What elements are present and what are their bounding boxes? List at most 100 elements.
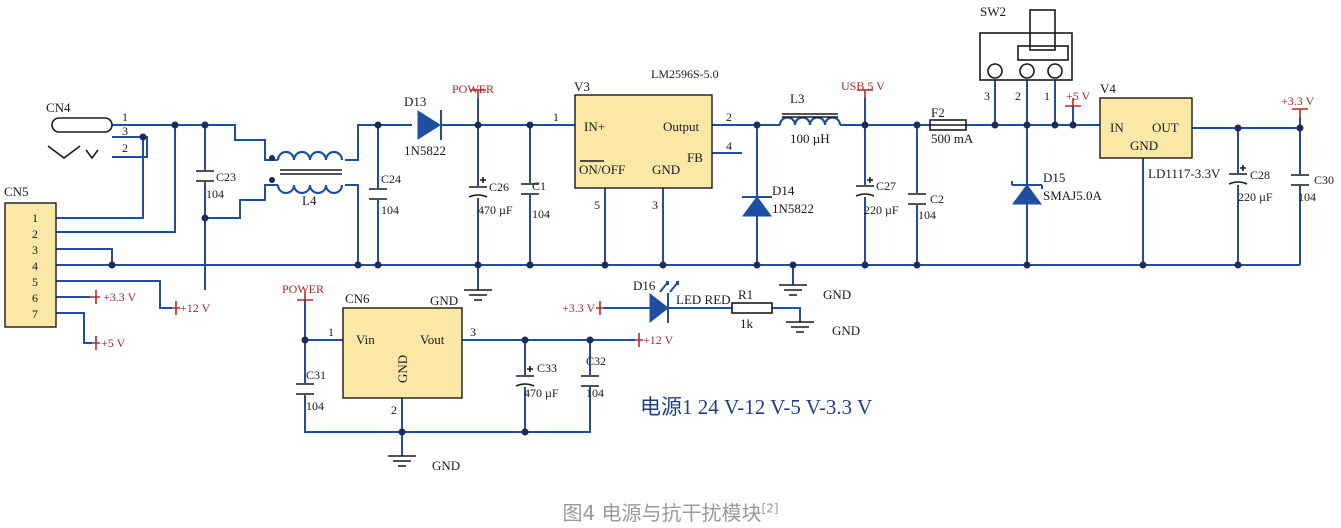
c1-ref: C1 [532,179,546,193]
c24-ref: C24 [381,172,401,186]
power-net-label: POWER [452,82,494,98]
d14-diode: D14 1N5822 [742,183,814,217]
p5v-net-text-top: +5 V [1066,89,1091,103]
cn6-pin-3: 3 [470,325,476,339]
v3-onoff-label: ON/OFF [579,162,625,177]
gnd-symbol-1: GND [430,289,492,308]
c23-capacitor: C23 104 [195,170,236,201]
v3-gnd-label: GND [652,162,680,177]
c23-value: 104 [206,187,224,201]
c32-capacitor: C32 104 [580,354,606,400]
d15-ref: D15 [1043,170,1065,185]
d16-value: LED RED [676,292,731,307]
d16-ref: D16 [633,278,656,293]
l3-ref: L3 [790,91,804,106]
cn5-pin-1: 1 [32,211,38,225]
d13-ref: D13 [404,94,426,109]
led-p33v-text: +3.3 V [562,301,596,315]
figure-caption: 图4 电源与抗干扰模块[2] [0,497,1341,526]
junction-dots [108,121,1304,436]
c27-ref: C27 [876,179,896,193]
cn5-pin-4: 4 [32,259,38,273]
c23-ref: C23 [216,170,236,184]
cn4-pin-3: 3 [122,124,128,138]
cn6-pin-2: 2 [391,403,397,417]
d15-value: SMAJ5.0A [1043,188,1102,203]
cn6-power-text: POWER [282,282,324,296]
l4-ref: L4 [302,193,317,208]
c26-ref: C26 [489,180,509,194]
v3-part: LM2596S-5.0 [651,67,719,81]
led-p33v-label: +3.3 V [562,301,604,315]
c26-capacitor: C26 470 µF [468,177,513,217]
c28-capacitor: C28 220 µF [1228,165,1273,204]
cn4-ref: CN4 [46,100,71,115]
gnd-label-1: GND [430,293,458,308]
cn6-vout-label: Vout [420,332,445,347]
v4-regulator: V4 IN OUT GND LD1117-3.3V [1099,81,1221,181]
cn4-pin-1: 1 [122,110,128,124]
v3-fb-label: FB [687,150,703,165]
cn6-p12v-text: +12 V [643,333,674,347]
cn6-gnd-label: GND [395,355,410,383]
f2-fuse: F2 500 mA [929,105,974,146]
v4-gnd-label: GND [1130,138,1158,153]
sw2-switch: SW2 3 2 1 [979,4,1073,103]
c33-ref: C33 [537,361,557,375]
cn5-pin-5: 5 [32,275,38,289]
c27-value: 220 µF [864,203,899,217]
c31-capacitor: C31 104 [295,368,326,413]
d14-ref: D14 [772,183,795,198]
cn6-pin-1: 1 [328,325,334,339]
usb5v-net-label: USB 5 V [841,79,885,98]
gnd-symbol-2: GND [779,284,851,302]
gnd-label-2: GND [823,287,851,302]
caption-ref: [2] [761,501,779,516]
l3-inductor: L3 100 µH [778,91,842,146]
v3-pin-3: 3 [652,198,658,212]
v3-regulator: V3 LM2596S-5.0 IN+ Output FB ON/OFF GND … [553,67,732,212]
c28-ref: C28 [1250,168,1270,182]
c2-ref: C2 [930,192,944,206]
c31-value: 104 [306,399,324,413]
sw2-pin-3: 3 [984,89,990,103]
cn6-power-label: POWER [282,282,324,301]
diagram-title: 电源1 24 V-12 V-5 V-3.3 V [640,395,872,419]
c30-ref: C30 [1314,173,1334,187]
cn5-p5v-label: +5 V [92,336,126,350]
cn5-pin-7: 7 [32,307,38,321]
sw2-ref: SW2 [980,4,1006,19]
cn6-ref: CN6 [345,291,370,306]
c27-capacitor: C27 220 µF [855,177,899,217]
v3-in-label: IN+ [584,119,605,134]
c1-value: 104 [532,207,550,221]
usb5v-net-text: USB 5 V [841,79,885,93]
cn5-ref: CN5 [4,184,29,199]
c30-capacitor: C30 104 [1290,173,1334,204]
cn5-p33v-text: +3.3 V [103,290,137,304]
c24-capacitor: C24 104 [368,172,401,217]
v3-pin-4: 4 [726,139,732,153]
cn5-pin-2: 2 [32,227,38,241]
c2-capacitor: C2 104 [907,192,944,222]
p33v-net-text-right: +3.3 V [1281,94,1315,108]
cn5-pin-6: 6 [32,291,38,305]
r1-ref: R1 [738,287,753,302]
gnd-symbol-3: GND [786,321,860,338]
v3-pin-5: 5 [594,198,600,212]
v4-part: LD1117-3.3V [1148,166,1221,181]
c24-value: 104 [381,203,399,217]
f2-value: 500 mA [931,131,974,146]
c31-ref: C31 [306,368,326,382]
d16-led: D16 LED RED [633,278,731,324]
c33-value: 470 µF [524,386,559,400]
l3-value: 100 µH [790,131,830,146]
cn6-regulator: CN6 Vin Vout GND 1 3 2 [328,291,476,417]
cn5-p12v-label: +12 V [172,301,211,315]
cn5-p33v-label: +3.3 V [90,290,137,304]
p5v-net-label-top: +5 V [1065,89,1091,107]
p33v-net-label-right: +3.3 V [1281,94,1315,117]
r1-resistor: R1 1k [731,287,773,331]
c1-capacitor: C1 104 [520,179,550,221]
c2-value: 104 [918,208,936,222]
